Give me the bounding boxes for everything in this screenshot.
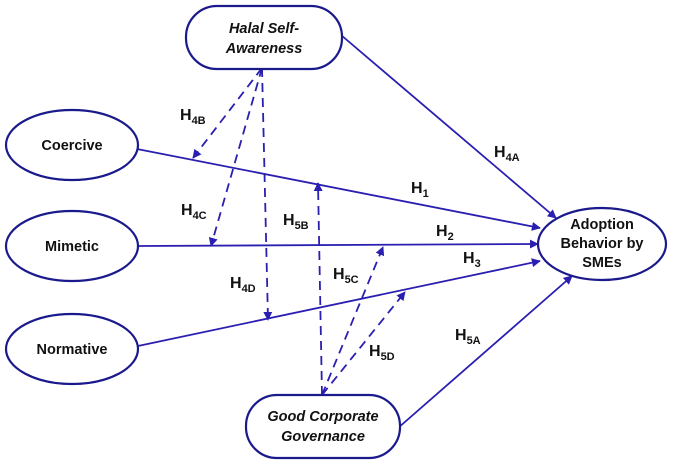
node-halal-label-2: Awareness	[225, 41, 303, 57]
node-adoption-label-2: Behavior by	[561, 236, 644, 252]
edge-h4c	[208, 67, 263, 247]
node-adoption-label-1: Adoption	[570, 217, 634, 233]
label-h1: H1	[411, 180, 429, 200]
edge-h1	[136, 148, 541, 231]
node-gcg-label-2: Governance	[281, 429, 365, 445]
node-normative-label: Normative	[37, 342, 108, 358]
node-gcg-label-1: Good Corporate	[267, 409, 378, 425]
label-h4b: H4B	[180, 107, 206, 127]
node-coercive-label: Coercive	[41, 138, 102, 154]
node-good-corporate-governance: Good Corporate Governance	[244, 393, 402, 460]
label-h5b: H5B	[283, 212, 309, 232]
node-mimetic-label: Mimetic	[45, 239, 99, 255]
label-h2: H2	[436, 223, 454, 243]
node-mimetic: Mimetic	[4, 209, 140, 283]
node-halal-label-1: Halal Self-	[229, 21, 299, 37]
edge-h5b	[313, 182, 323, 396]
edge-h5c	[321, 246, 385, 396]
label-h3: H3	[463, 250, 481, 270]
node-normative: Normative	[4, 312, 140, 386]
edge-h4a	[340, 34, 557, 219]
edge-h3	[137, 258, 541, 347]
label-h4c: H4C	[181, 202, 207, 222]
label-h5d: H5D	[369, 343, 395, 363]
label-h5a: H5A	[455, 327, 481, 347]
node-adoption-behavior: Adoption Behavior by SMEs	[536, 206, 668, 282]
label-h4a: H4A	[494, 144, 520, 164]
edge-h4d	[261, 67, 273, 321]
label-h4d: H4D	[230, 275, 256, 295]
edge-h4b	[192, 67, 263, 159]
label-h5c: H5C	[333, 266, 359, 286]
node-coercive: Coercive	[4, 108, 140, 182]
node-adoption-label-3: SMEs	[582, 255, 622, 271]
edge-h5d	[321, 291, 406, 396]
edge-h2	[137, 239, 539, 249]
node-halal-self-awareness: Halal Self- Awareness	[184, 4, 344, 71]
edge-h5a	[397, 275, 573, 429]
